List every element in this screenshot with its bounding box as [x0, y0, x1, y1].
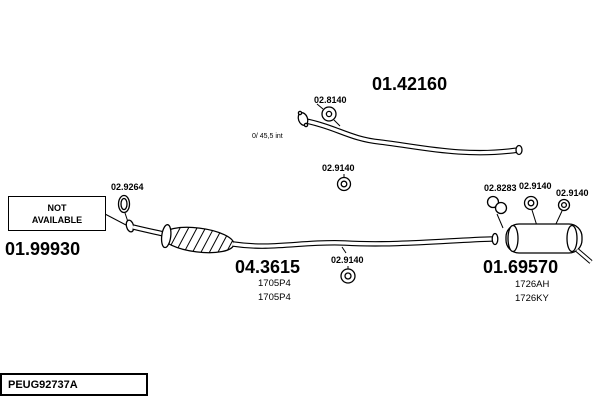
not-available-line2: AVAILABLE [31, 214, 83, 225]
part-number-rear-hanger-2[interactable]: 02.9140 [556, 188, 589, 198]
variant-code-center-1: 1705P4 [258, 278, 291, 289]
clamp-icon [316, 103, 341, 127]
diagram-code: PEUG92737A [8, 378, 78, 391]
front-ring-icon [117, 194, 131, 223]
variant-code-rear-2: 1726KY [515, 293, 549, 304]
part-number-rear-hanger-1[interactable]: 02.9140 [519, 181, 552, 191]
center-hanger-icon [340, 266, 356, 284]
catalytic-converter-drawing [160, 223, 236, 257]
not-available-box: NOT AVAILABLE [8, 196, 106, 231]
variant-code-center-2: 1705P4 [258, 292, 291, 303]
part-number-center-hanger[interactable]: 02.9140 [331, 255, 364, 265]
center-pipe-drawing [232, 232, 499, 249]
part-number-front-pipe[interactable]: 01.99930 [5, 239, 81, 259]
variant-code-rear-1: 1726AH [515, 279, 550, 290]
part-number-upper-clamp[interactable]: 02.8140 [314, 95, 347, 105]
muffler-drawing [505, 223, 593, 264]
part-number-front-ring[interactable]: 02.9264 [111, 182, 144, 192]
pipe-dimension-note: 0/ 45,5 int [252, 133, 283, 140]
upper-pipe-drawing [297, 110, 523, 156]
part-number-center-pipe[interactable]: 04.3615 [235, 257, 301, 277]
part-number-upper-hanger[interactable]: 02.9140 [322, 163, 355, 173]
center-hanger-leader [341, 246, 347, 254]
diagram-code-box: PEUG92737A [0, 373, 148, 396]
rear-hanger-icon-1 [523, 195, 539, 227]
not-available-line1: NOT [47, 202, 67, 213]
upper-hanger-icon [336, 174, 352, 192]
part-number-upper-pipe[interactable]: 01.42160 [372, 74, 448, 94]
rear-gasket-icon [486, 195, 508, 229]
part-number-rear-muffler[interactable]: 01.69570 [483, 257, 559, 277]
not-available-leader [104, 213, 127, 226]
front-pipe-drawing [125, 219, 169, 238]
part-number-rear-gasket[interactable]: 02.8283 [484, 183, 517, 193]
rear-hanger-icon-2 [554, 198, 571, 227]
